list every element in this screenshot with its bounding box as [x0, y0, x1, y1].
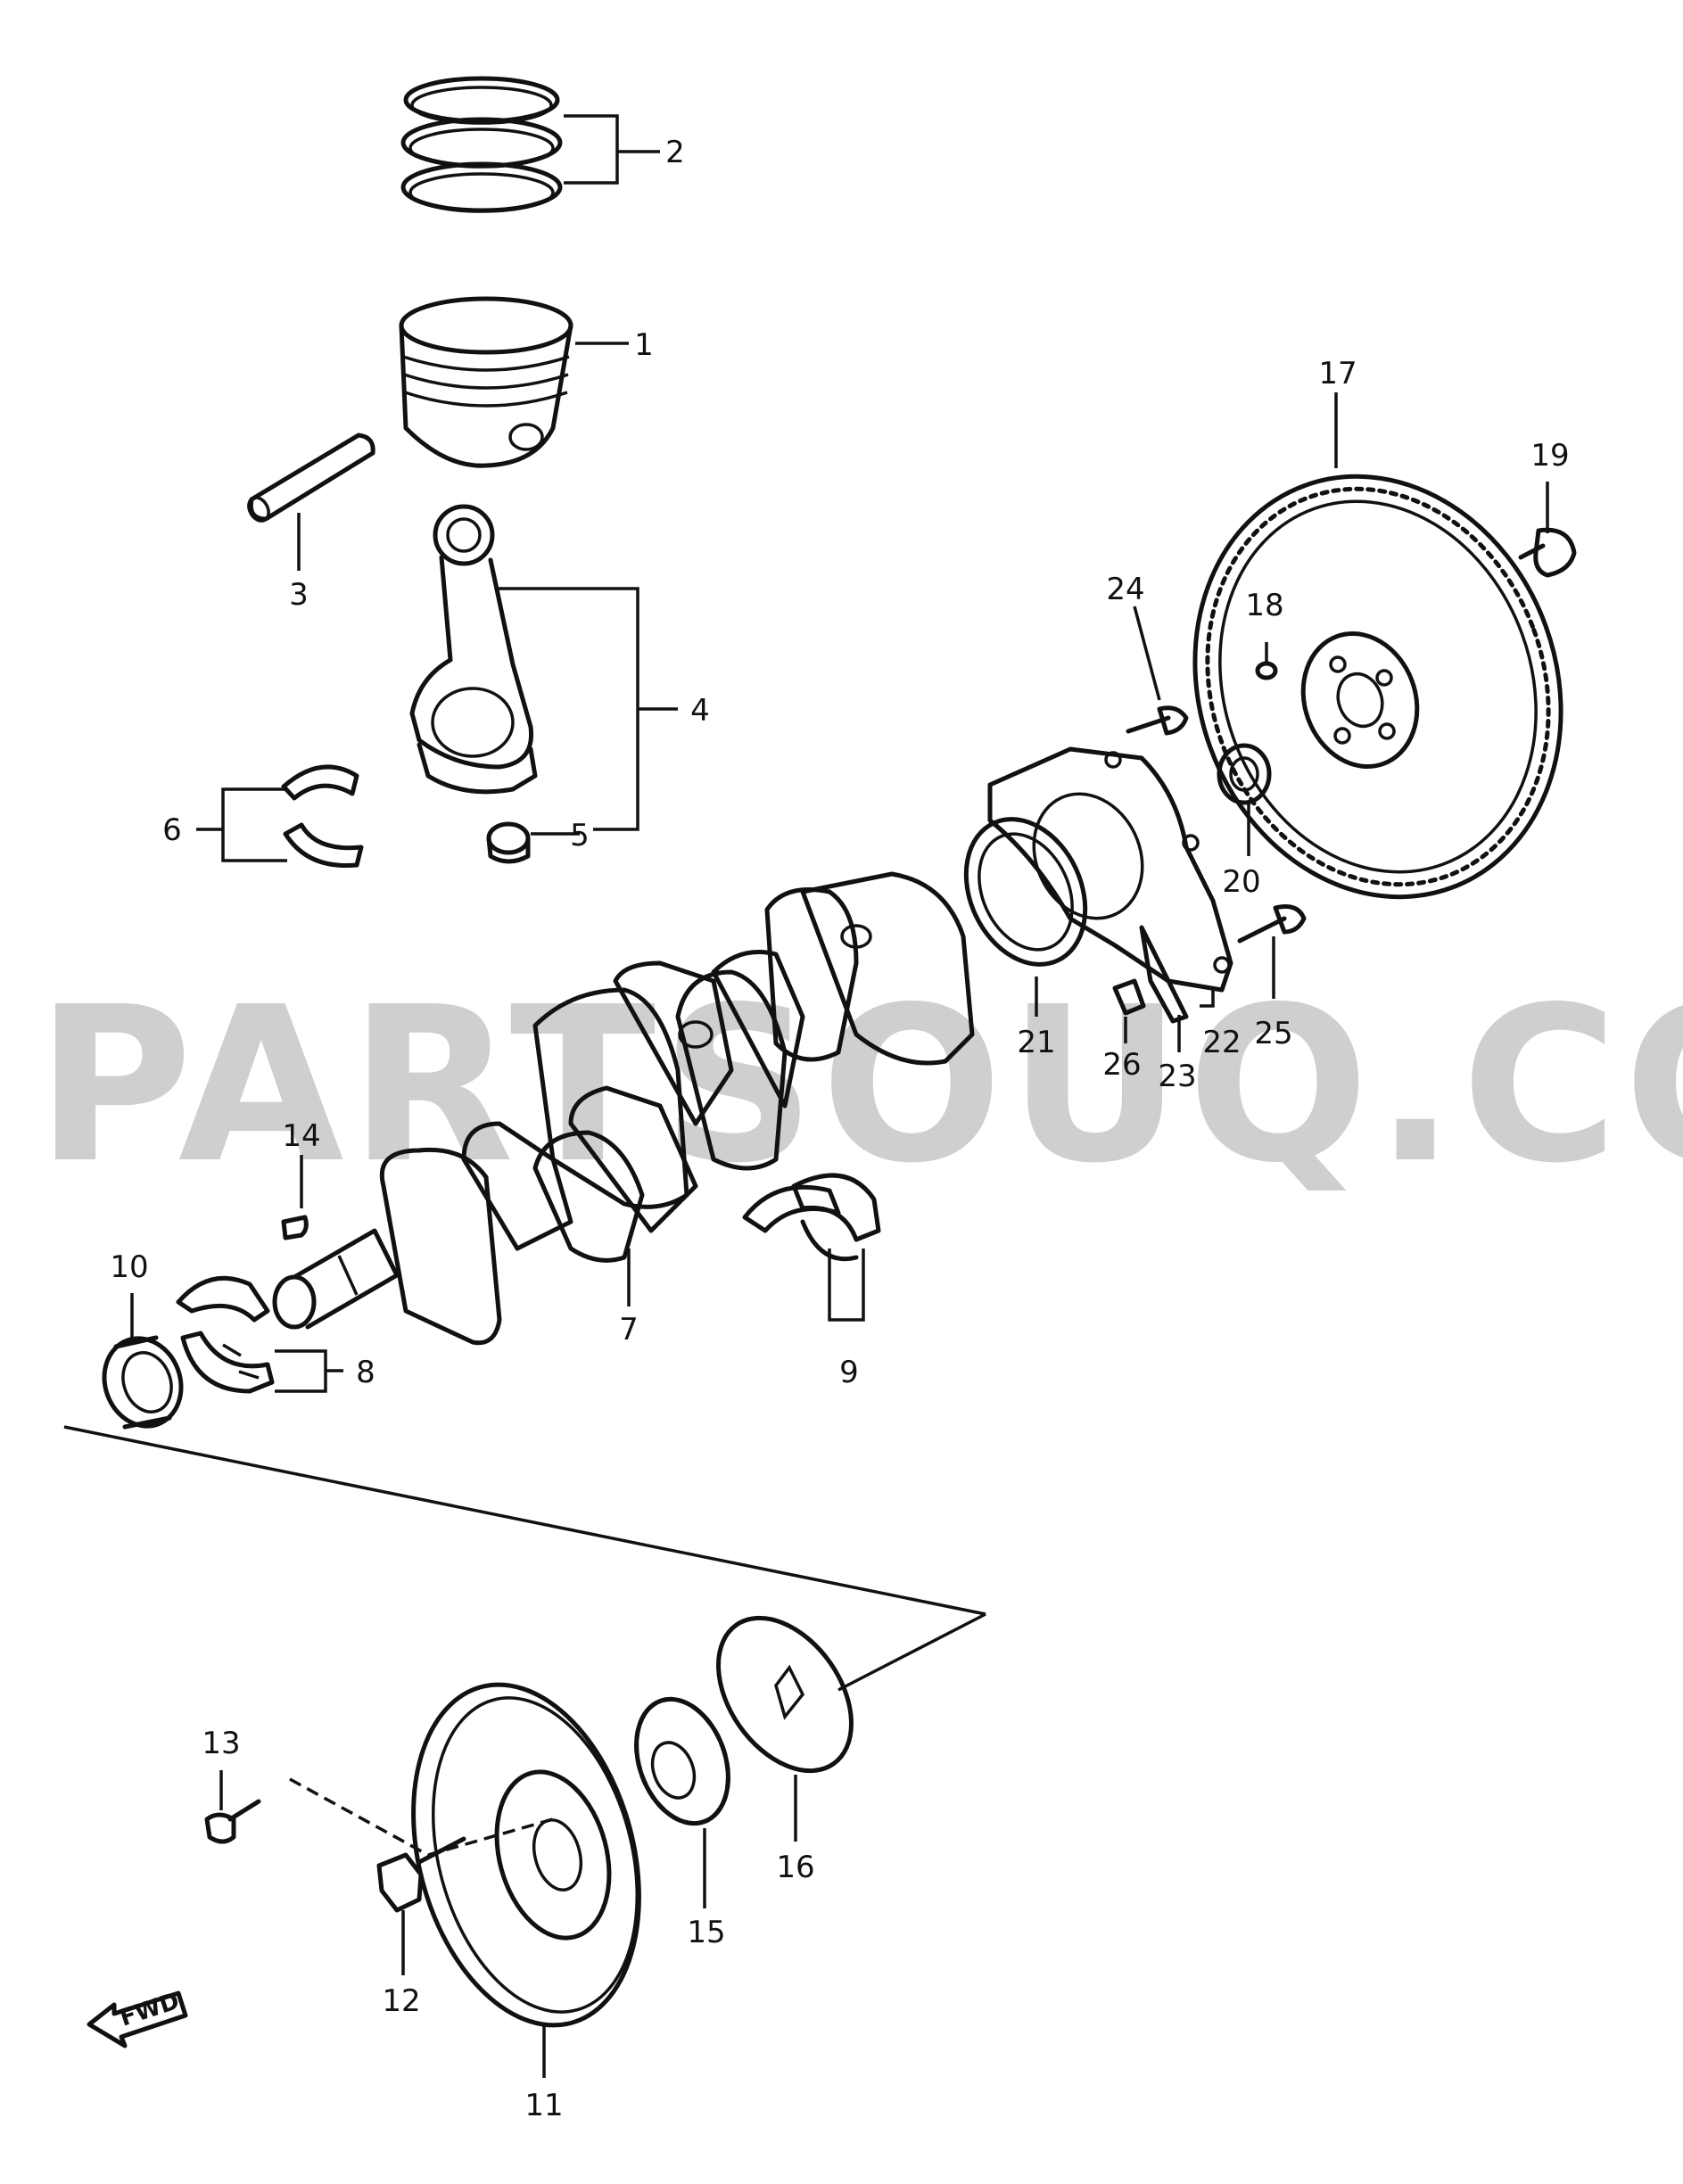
conrod-bearing-drawing[interactable] [281, 764, 364, 869]
callout-21[interactable]: 21 [1017, 1025, 1055, 1060]
callout-20[interactable]: 20 [1222, 864, 1260, 900]
callout-2[interactable]: 2 [665, 135, 685, 170]
front-oil-seal-drawing[interactable] [92, 1328, 193, 1438]
callout-9[interactable]: 9 [839, 1355, 859, 1390]
rear-oil-seal-drawing[interactable] [944, 800, 1108, 984]
seal-housing-drawing[interactable] [987, 746, 1233, 993]
crankshaft-drawing[interactable] [272, 871, 975, 1346]
callout-3[interactable]: 3 [289, 577, 309, 613]
callout-18[interactable]: 18 [1245, 588, 1283, 623]
callout-25[interactable]: 25 [1254, 1016, 1292, 1051]
housing-gasket-drawing[interactable] [1139, 925, 1189, 1024]
piston-rings-drawing[interactable] [400, 76, 563, 213]
callout-23[interactable]: 23 [1158, 1059, 1196, 1094]
callout-8[interactable]: 8 [356, 1355, 375, 1390]
rod-nut-drawing[interactable] [486, 821, 531, 864]
callout-6[interactable]: 6 [162, 812, 182, 848]
callout-19[interactable]: 19 [1530, 438, 1569, 474]
callout-5[interactable]: 5 [570, 818, 590, 853]
pulley-bolt-small-drawing[interactable] [204, 1799, 261, 1844]
callout-15[interactable]: 15 [687, 1915, 725, 1950]
callout-11[interactable]: 11 [524, 2088, 563, 2123]
flywheel-drawing[interactable] [1137, 424, 1619, 949]
piston-pin-drawing[interactable] [244, 433, 375, 524]
callout-17[interactable]: 17 [1318, 356, 1357, 391]
flywheel-pin-drawing[interactable] [1255, 661, 1278, 680]
callout-4[interactable]: 4 [690, 693, 710, 729]
housing-bolt-upper-drawing[interactable] [1126, 705, 1189, 736]
main-bearing-upper-drawing[interactable] [742, 1173, 881, 1262]
callout-22[interactable]: 22 [1202, 1025, 1241, 1060]
housing-bolt-lower-drawing[interactable] [1237, 904, 1307, 944]
leader-lines [130, 114, 1549, 2078]
alignment-lines [63, 1425, 986, 1857]
callout-13[interactable]: 13 [202, 1726, 240, 1761]
callout-10[interactable]: 10 [110, 1249, 148, 1285]
dowel-pin-drawing[interactable] [1112, 978, 1146, 1016]
callout-labels: 2 1 3 4 5 6 7 8 9 10 11 12 13 14 15 16 1… [110, 135, 1569, 2123]
pulley-bolt-large-drawing[interactable] [376, 1836, 466, 1913]
callout-24[interactable]: 24 [1106, 572, 1144, 607]
fwd-arrow-icon: FWD [87, 1988, 188, 2048]
connecting-rod-drawing[interactable] [409, 504, 538, 795]
callout-12[interactable]: 12 [382, 1983, 420, 2019]
main-bearing-lower-drawing[interactable] [176, 1275, 275, 1394]
crank-washer-drawing[interactable] [691, 1594, 879, 1796]
timing-sprocket-drawing[interactable] [620, 1686, 744, 1836]
watermark-text: PARTSOUQ.COM [36, 960, 1683, 1210]
callout-14[interactable]: 14 [282, 1118, 320, 1154]
callout-7[interactable]: 7 [619, 1312, 639, 1347]
piston-drawing[interactable] [399, 296, 573, 468]
woodruff-key-drawing[interactable] [281, 1215, 309, 1240]
callout-26[interactable]: 26 [1102, 1047, 1141, 1083]
callout-16[interactable]: 16 [776, 1850, 814, 1885]
crank-pulley-drawing[interactable] [378, 1660, 675, 2051]
callout-1[interactable]: 1 [634, 327, 654, 363]
flywheel-bolt-drawing[interactable] [1518, 527, 1577, 578]
